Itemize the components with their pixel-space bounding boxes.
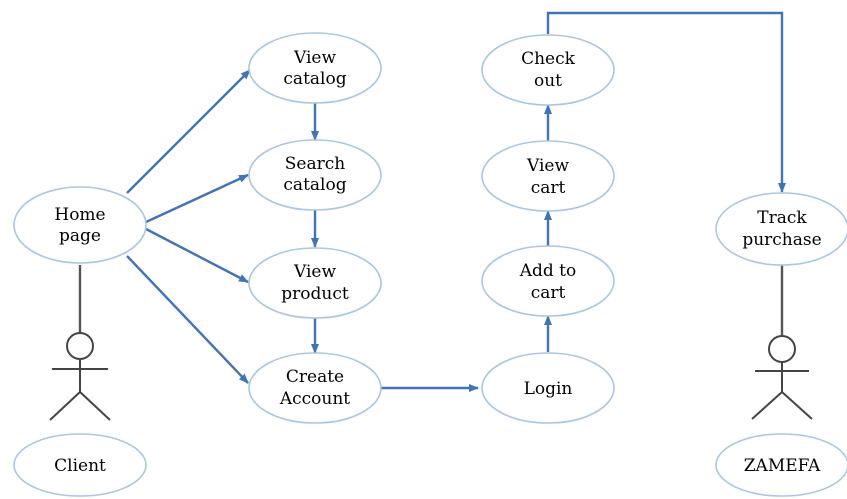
client-actor-icon [49, 332, 111, 421]
edges [126, 11, 786, 392]
node-client: Client [13, 433, 147, 497]
node-zamefa-label: ZAMEFA [744, 456, 821, 476]
node-login: Login [481, 352, 615, 424]
node-view-cart-line-1: View [526, 156, 569, 176]
node-search-catalog-line-2: catalog [283, 175, 346, 195]
node-view-product-line-1: View [293, 262, 336, 282]
node-track-purchase-line-1: Track [757, 208, 807, 228]
edge-home-to-search-catalog [145, 173, 249, 224]
node-search-catalog: Search catalog [248, 139, 382, 211]
node-home-page: Home page [13, 186, 147, 264]
node-view-cart-line-2: cart [531, 178, 566, 198]
node-login-line-1: Login [524, 379, 573, 399]
actor-links [78, 265, 784, 336]
node-search-catalog-line-1: Search [285, 154, 345, 174]
node-track-purchase: Track purchase [715, 192, 847, 266]
node-client-label: Client [54, 456, 106, 476]
node-add-to-cart-line-1: Add to [519, 261, 577, 281]
node-check-out-line-2: out [534, 71, 562, 91]
node-create-account-line-1: Create [286, 367, 344, 387]
node-view-product-line-2: product [281, 284, 349, 304]
edge-home-to-create-account [126, 255, 249, 384]
node-track-purchase-line-2: purchase [742, 230, 821, 250]
node-check-out-line-1: Check [521, 49, 576, 69]
zamefa-actor-icon [751, 335, 813, 420]
node-zamefa: ZAMEFA [715, 433, 847, 497]
node-check-out: Check out [481, 34, 615, 106]
edge-home-to-view-product [145, 227, 249, 284]
edge-home-to-view-catalog [126, 69, 251, 194]
node-view-catalog-line-2: catalog [283, 69, 346, 89]
node-home-page-line-1: Home [54, 205, 105, 225]
node-home-page-line-2: page [59, 226, 101, 246]
node-create-account: Create Account [248, 352, 382, 424]
node-create-account-line-2: Account [279, 389, 350, 409]
node-add-to-cart: Add to cart [481, 245, 615, 317]
node-add-to-cart-line-2: cart [531, 283, 566, 303]
edge-check-out-to-track-purchase [546, 11, 786, 193]
node-view-product: View product [248, 247, 382, 319]
node-view-catalog: View catalog [248, 32, 382, 104]
node-view-catalog-line-1: View [293, 48, 336, 68]
node-view-cart: View cart [481, 140, 615, 212]
